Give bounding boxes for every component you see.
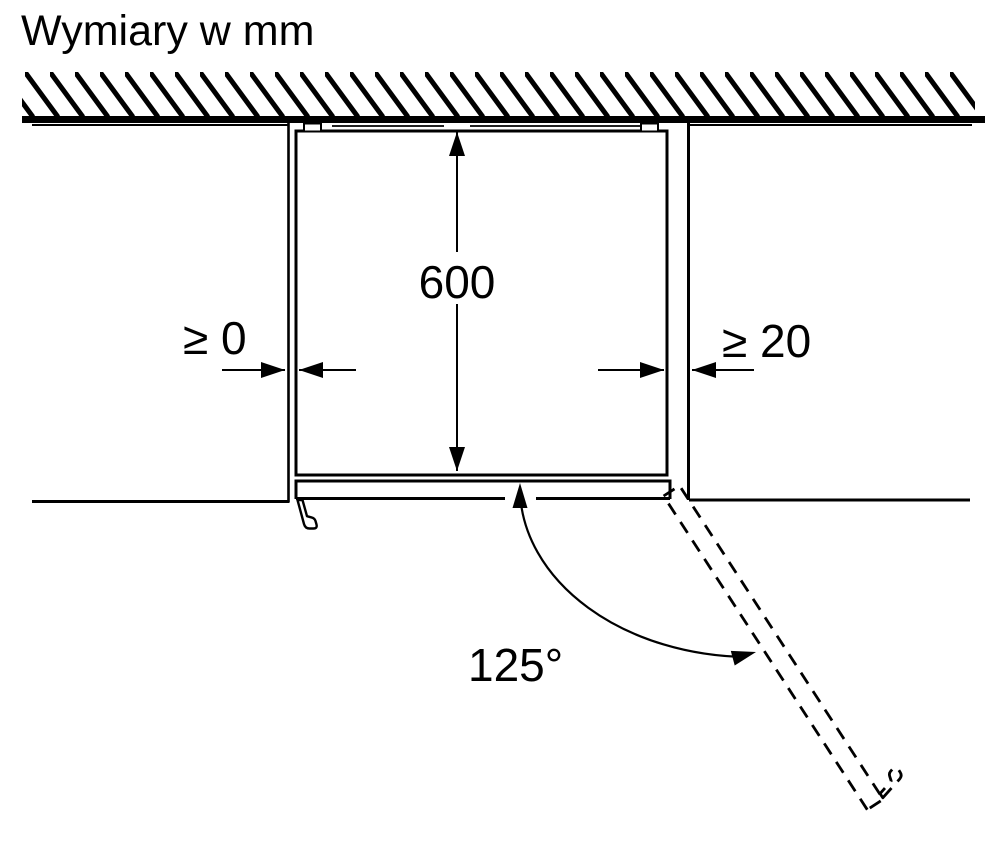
appliance-outline	[294, 122, 669, 477]
door-open-dashed	[661, 483, 903, 812]
rear-spacer-left	[303, 122, 322, 133]
dimension-left-clearance: ≥ 0	[183, 312, 356, 378]
wall-line	[22, 116, 985, 126]
depth-label: 600	[419, 256, 496, 308]
page-title: Wymiary w mm	[21, 7, 314, 55]
rear-spacer-right	[640, 122, 659, 133]
door-handle	[296, 498, 318, 530]
dimension-depth: 600	[419, 132, 496, 471]
door-angle-arc: 125°	[468, 483, 756, 691]
wall-hatch	[22, 72, 975, 117]
dimension-right-clearance: ≥ 20	[598, 315, 811, 378]
left-clearance-label: ≥ 0	[183, 312, 247, 364]
door-closed	[294, 479, 672, 530]
angle-label: 125°	[468, 639, 563, 691]
right-clearance-label: ≥ 20	[722, 315, 811, 367]
niche-right-wall	[687, 122, 970, 502]
niche-left-wall	[32, 122, 290, 503]
